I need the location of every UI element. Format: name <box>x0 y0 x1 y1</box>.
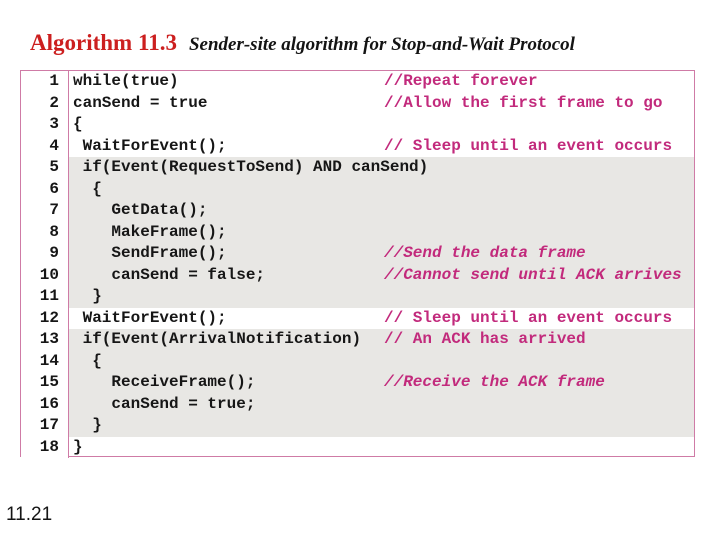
code-line: 6 { <box>21 178 694 200</box>
code-line: 17 } <box>21 415 694 437</box>
code-cell: GetData(); <box>68 200 694 222</box>
code-text: { <box>73 351 102 370</box>
code-line: 9 SendFrame(); //Send the data frame <box>21 243 694 265</box>
code-line: 14 { <box>21 350 694 372</box>
code-text: canSend = true; <box>73 394 256 413</box>
code-comment: // An ACK has arrived <box>384 330 586 348</box>
code-text: ReceiveFrame(); <box>73 373 256 391</box>
code-text: SendFrame(); <box>73 244 227 262</box>
code-cell: ReceiveFrame(); //Receive the ACK frame <box>68 372 694 394</box>
line-number: 18 <box>21 436 68 458</box>
code-cell: { <box>68 178 694 200</box>
line-number: 14 <box>21 350 68 372</box>
code-line: 8 MakeFrame(); <box>21 221 694 243</box>
code-comment: // Sleep until an event occurs <box>384 136 673 155</box>
code-line: 5 if(Event(RequestToSend) AND canSend) <box>21 157 694 179</box>
line-number: 10 <box>21 264 68 286</box>
code-comment: //Cannot send until ACK arrives <box>384 265 682 284</box>
code-line: 1 while(true) //Repeat forever <box>21 71 694 93</box>
code-text: WaitForEvent(); <box>73 308 227 327</box>
code-line: 4 WaitForEvent(); // Sleep until an event… <box>21 135 694 157</box>
code-text: canSend = true <box>73 93 208 112</box>
code-line: 13 if(Event(ArrivalNotification) // An AC… <box>21 329 694 351</box>
code-cell: } <box>68 436 694 458</box>
code-text: MakeFrame(); <box>73 222 227 241</box>
line-number: 1 <box>21 71 68 93</box>
code-comment: //Allow the first frame to go <box>384 93 663 112</box>
code-cell: canSend = true //Allow the first frame to… <box>68 92 694 114</box>
code-cell: canSend = false; //Cannot send until ACK … <box>68 264 694 286</box>
line-number: 15 <box>21 372 68 394</box>
code-cell: canSend = true; <box>68 393 694 415</box>
code-text: GetData(); <box>73 201 208 219</box>
code-text: if(Event(RequestToSend) AND canSend) <box>73 158 429 176</box>
code-text: { <box>73 115 83 133</box>
line-number: 5 <box>21 157 68 179</box>
algorithm-title: Sender-site algorithm for Stop-and-Wait … <box>188 34 575 55</box>
code-listing: 1 while(true) //Repeat forever 2 canSend … <box>20 70 695 458</box>
code-line: 10 canSend = false; //Cannot send until A… <box>21 264 694 286</box>
code-text: { <box>73 179 102 198</box>
code-text: if(Event(ArrivalNotification) <box>73 330 362 348</box>
code-comment: //Send the data frame <box>384 244 586 262</box>
code-cell: WaitForEvent(); // Sleep until an event o… <box>68 307 694 329</box>
code-text: while(true) <box>73 72 179 90</box>
code-cell: if(Event(ArrivalNotification) // An ACK h… <box>68 329 694 351</box>
line-number: 9 <box>21 243 68 265</box>
code-cell: SendFrame(); //Send the data frame <box>68 243 694 265</box>
code-comment: // Sleep until an event occurs <box>384 308 673 327</box>
code-line: 16 canSend = true; <box>21 393 694 415</box>
line-number: 4 <box>21 135 68 157</box>
code-cell: { <box>68 114 694 136</box>
line-number: 17 <box>21 415 68 437</box>
code-text: } <box>73 437 83 456</box>
line-number: 16 <box>21 393 68 415</box>
line-number: 11 <box>21 286 68 308</box>
line-number: 6 <box>21 178 68 200</box>
code-line: 2 canSend = true //Allow the first frame … <box>21 92 694 114</box>
line-number: 13 <box>21 329 68 351</box>
line-number: 8 <box>21 221 68 243</box>
page-number: 11.21 <box>6 504 53 525</box>
code-line: 15 ReceiveFrame(); //Receive the ACK fram… <box>21 372 694 394</box>
code-text: canSend = false; <box>73 265 266 284</box>
line-number: 12 <box>21 307 68 329</box>
code-cell: WaitForEvent(); // Sleep until an event o… <box>68 135 694 157</box>
code-cell: while(true) //Repeat forever <box>68 71 694 93</box>
line-number: 7 <box>21 200 68 222</box>
code-text: WaitForEvent(); <box>73 136 227 155</box>
code-line: 7 GetData(); <box>21 200 694 222</box>
line-number: 3 <box>21 114 68 136</box>
code-line: 11 } <box>21 286 694 308</box>
algorithm-number-label: Algorithm 11.3 <box>30 30 177 55</box>
code-comment: //Repeat forever <box>384 72 538 90</box>
code-line: 12 WaitForEvent(); // Sleep until an even… <box>21 307 694 329</box>
code-text: } <box>73 416 102 434</box>
code-text: } <box>73 287 102 305</box>
code-cell: if(Event(RequestToSend) AND canSend) <box>68 157 694 179</box>
code-line: 18 } <box>21 436 694 458</box>
code-comment: //Receive the ACK frame <box>384 373 605 391</box>
code-cell: MakeFrame(); <box>68 221 694 243</box>
code-line: 3 { <box>21 114 694 136</box>
line-number: 2 <box>21 92 68 114</box>
code-cell: } <box>68 415 694 437</box>
code-cell: { <box>68 350 694 372</box>
code-cell: } <box>68 286 694 308</box>
algorithm-header: Algorithm 11.3 Sender-site algorithm for… <box>30 30 575 56</box>
